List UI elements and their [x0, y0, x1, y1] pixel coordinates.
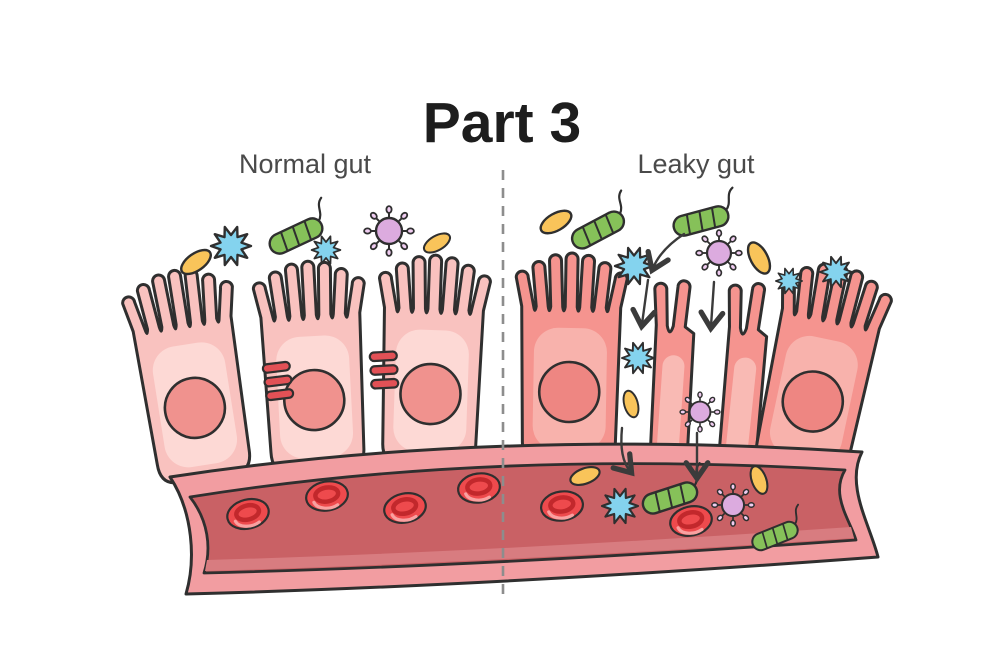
leak-arrow: [610, 426, 635, 477]
blood-vessel: [168, 442, 880, 596]
bacterium-icon: [560, 189, 639, 254]
leak-arrow: [698, 280, 726, 334]
epithelial-cell: [117, 260, 263, 489]
leaky-gut-label: Leaky gut: [637, 149, 755, 179]
antigen-star-icon: [209, 225, 253, 267]
toxin-oval-icon: [619, 388, 643, 420]
virus-icon: [680, 392, 720, 432]
diagram-title: Part 3: [423, 91, 581, 155]
antigen-star-icon: [621, 341, 655, 375]
leak-arrow: [630, 278, 658, 331]
toxin-oval-icon: [535, 204, 577, 240]
leak-arrow: [645, 232, 686, 275]
antigen-star-icon: [310, 235, 342, 265]
toxin-oval-icon: [742, 237, 776, 279]
virus-icon: [712, 484, 754, 526]
virus-icon: [696, 230, 742, 276]
toxin-oval-icon: [419, 228, 455, 258]
bacterium-icon: [666, 186, 743, 240]
leak-arrows: [610, 232, 726, 484]
vessel-lumen-shading: [205, 527, 854, 571]
tight-junction-icon: [368, 350, 400, 390]
normal-gut-label: Normal gut: [239, 149, 372, 179]
virus-icon: [364, 206, 414, 256]
tight-junction-icon: [261, 360, 295, 402]
epithelial-cell-leaky: [511, 250, 630, 466]
